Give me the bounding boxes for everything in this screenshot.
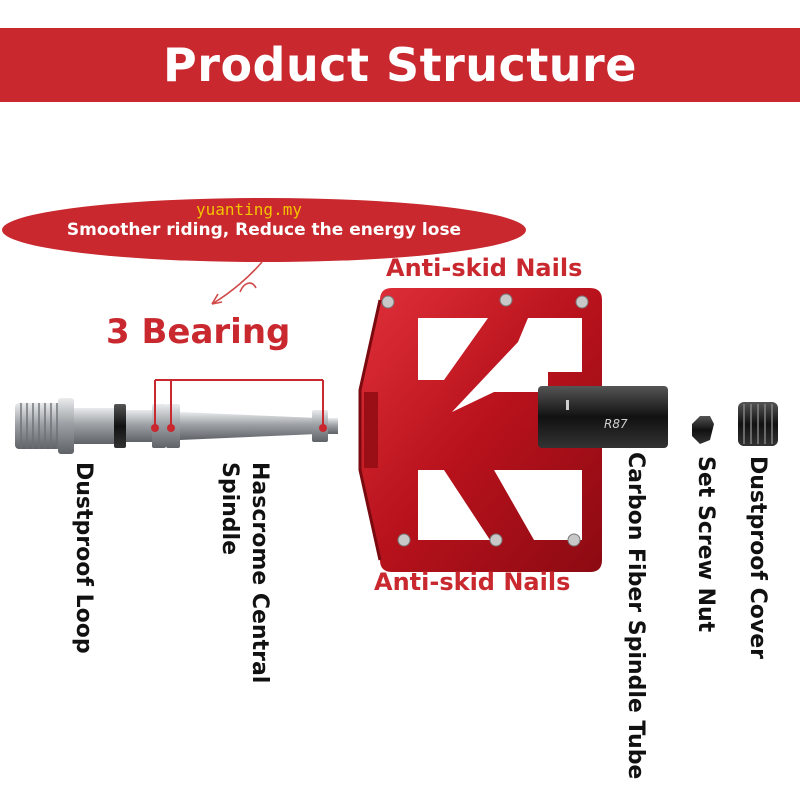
arrow-doodle-icon	[211, 261, 263, 305]
bearing-marker-lines	[154, 379, 324, 428]
label-central-spindle-line2: Spindle	[217, 462, 242, 556]
set-screw-nut	[692, 416, 714, 444]
label-dustproof-loop: Dustproof Loop	[71, 462, 96, 654]
label-dustproof-cover: Dustproof Cover	[745, 456, 770, 659]
pedal-mark: R87	[604, 417, 628, 431]
spindle-assembly	[15, 398, 338, 454]
page-title: Product Structure	[163, 38, 637, 92]
label-carbon-spindle-tube: Carbon Fiber Spindle Tube	[623, 452, 648, 780]
label-anti-skid-nails-bottom: Anti-skid Nails	[374, 568, 571, 596]
watermark-text: yuanting.my	[196, 200, 302, 219]
dustproof-cover	[738, 402, 778, 446]
pedal-body	[358, 288, 602, 572]
bearing-dot-2	[167, 424, 175, 432]
tagline-text: Smoother riding, Reduce the energy lose	[66, 220, 462, 240]
tagline-ellipse: Smoother riding, Reduce the energy lose	[2, 198, 526, 262]
label-central-spindle-line1: Hascrome Central	[247, 462, 272, 684]
label-anti-skid-nails-top: Anti-skid Nails	[386, 254, 583, 282]
label-3-bearing: 3 Bearing	[106, 312, 291, 352]
carbon-spindle-tube: R87	[538, 386, 668, 448]
bearing-dot-3	[319, 424, 327, 432]
bearing-dot-1	[151, 424, 159, 432]
label-set-screw-nut: Set Screw Nut	[693, 456, 718, 633]
title-banner: Product Structure	[0, 28, 800, 102]
